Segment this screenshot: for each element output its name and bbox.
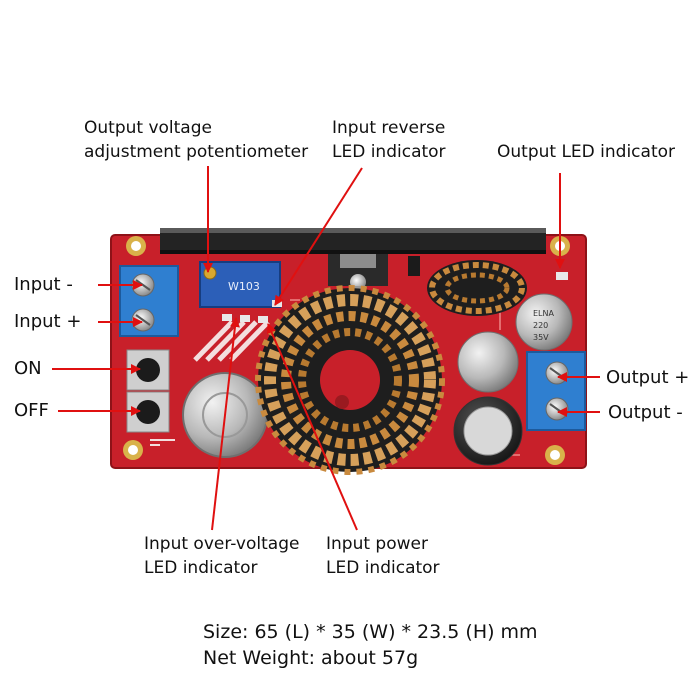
cap-voltage: 35V: [533, 333, 549, 342]
label-line: LED indicator: [332, 142, 446, 162]
weight-spec: Net Weight: about 57g: [203, 647, 419, 669]
label-output-minus: Output -: [608, 400, 683, 426]
label-line: OFF: [14, 400, 49, 421]
label-line: Output voltage: [84, 118, 212, 138]
input-terminal-block: [119, 265, 179, 337]
label-line: adjustment potentiometer: [84, 142, 309, 162]
label-input-reverse-led: Input reverse LED indicator: [332, 116, 446, 164]
label-off: OFF: [14, 398, 49, 424]
arrow-pwr: [266, 323, 358, 531]
potentiometer: W103: [199, 261, 281, 308]
label-line: LED indicator: [326, 558, 440, 578]
label-line: Output -: [608, 402, 683, 423]
arrow-rev: [274, 167, 363, 306]
pot-code: W103: [228, 280, 260, 293]
toroid-inductor: [255, 285, 445, 475]
small-inductor: [427, 260, 527, 316]
label-output-plus: Output +: [606, 365, 689, 391]
label-input-over-voltage-led: Input over-voltage LED indicator: [144, 532, 299, 580]
label-line: Output LED indicator: [497, 142, 675, 162]
label-line: ON: [14, 358, 42, 379]
label-line: Input -: [14, 274, 73, 295]
output-terminal-block: [526, 351, 586, 431]
label-line: Input reverse: [332, 118, 446, 138]
label-line: Output +: [606, 367, 690, 388]
label-potentiometer: Output voltage adjustment potentiometer: [84, 116, 308, 164]
label-line: LED indicator: [144, 558, 258, 578]
label-line: Input +: [14, 311, 82, 332]
on-button: [126, 349, 170, 391]
arrow-ovp: [211, 317, 240, 531]
callout-arrows: [52, 166, 600, 531]
label-line: Input over-voltage: [144, 534, 300, 554]
label-line: Input power: [326, 534, 428, 554]
label-output-led: Output LED indicator: [497, 140, 675, 164]
output-capacitor: ELNA 220 35V: [453, 293, 573, 466]
label-on: ON: [14, 356, 42, 382]
cap-brand: ELNA: [533, 309, 554, 318]
cap-rating: 220: [533, 321, 548, 330]
label-input-power-led: Input power LED indicator: [326, 532, 440, 580]
size-spec: Size: 65 (L) * 35 (W) * 23.5 (H) mm: [203, 621, 538, 643]
label-input-plus: Input +: [14, 309, 81, 335]
heatsink: [160, 228, 546, 254]
label-input-minus: Input -: [14, 272, 73, 298]
